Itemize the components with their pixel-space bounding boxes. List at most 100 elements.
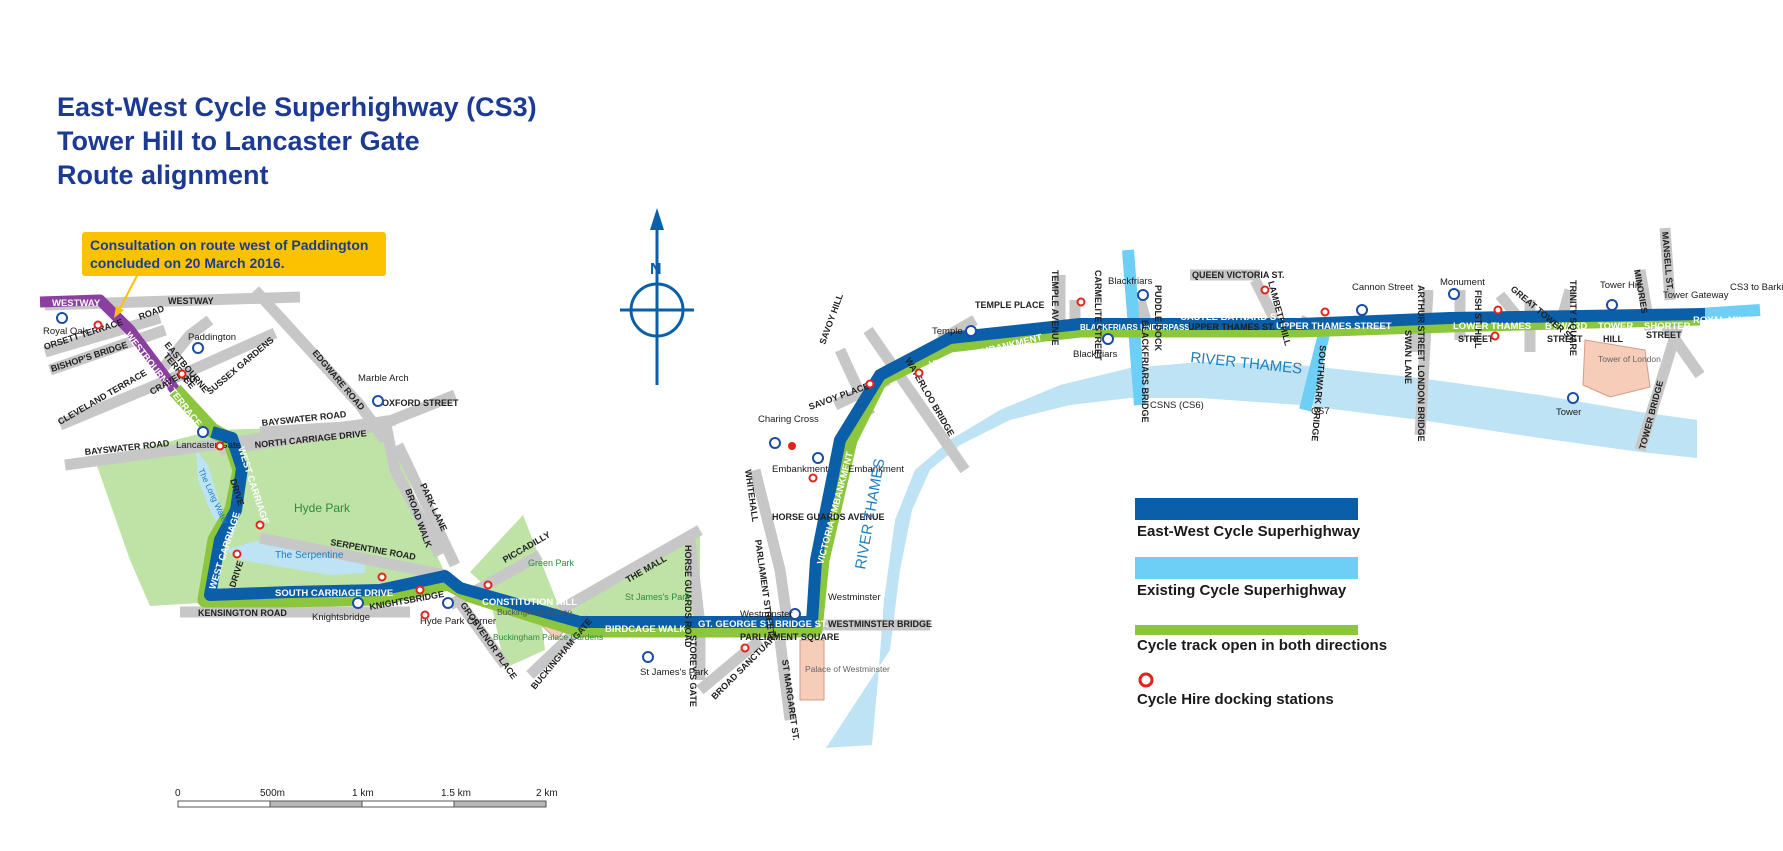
label-birdcage: BIRDCAGE WALK (605, 624, 686, 635)
station-embankment-pier: Embankment (848, 464, 904, 475)
label-shorter: SHORTER (1644, 321, 1691, 332)
scale-tick-2: 1 km (352, 788, 374, 799)
park-buckingham-gardens: Buckingham Palace Gardens (493, 632, 603, 642)
station-embankment: Embankment (772, 464, 828, 475)
station-monument: Monument (1440, 277, 1485, 288)
road-queen-victoria: QUEEN VICTORIA ST. (1192, 270, 1285, 280)
road-street3: STREET (1646, 330, 1682, 340)
station-tower-gateway: Tower Gateway (1663, 290, 1729, 301)
road-trinity: TRINITY SQUARE (1568, 280, 1578, 356)
road-puddle-dock: PUDDLE DOCK (1153, 285, 1163, 352)
road-savoy-hill: SAVOY HILL (817, 292, 845, 346)
scale-bar: 0 500m 1 km 1.5 km 2 km (175, 788, 558, 808)
road-blackfriars-bridge: BLACKFRIARS BRIDGE (1140, 320, 1150, 423)
water-serpentine: The Serpentine (275, 550, 344, 561)
legend-track: Cycle track open in both directions (1137, 637, 1387, 654)
map-title: East-West Cycle Superhighway (CS3) Tower… (57, 90, 537, 192)
compass-rose (620, 208, 694, 385)
consultation-callout: Consultation on route west of Paddington… (82, 232, 386, 276)
road-rd: RD (183, 374, 196, 384)
road-london-bridge: LONDON BRIDGE (1416, 365, 1426, 442)
road-street1: STREET (1458, 334, 1494, 344)
legend-ew: East-West Cycle Superhighway (1137, 523, 1361, 540)
legend: East-West Cycle Superhighway Existing Cy… (1135, 498, 1387, 708)
road-temple-place: TEMPLE PLACE (975, 300, 1045, 310)
road-westway: WESTWAY (168, 296, 214, 306)
serpentine (225, 540, 365, 575)
label-underpass: UNDERPASS (1140, 323, 1190, 332)
road-upper-thames-st: UPPER THAMES ST. (1188, 322, 1275, 332)
station-tower-hill: Tower Hill (1600, 280, 1641, 291)
legend-existing: Existing Cycle Superhighway (1137, 582, 1347, 599)
road-temple-avenue: TEMPLE AVENUE (1050, 270, 1060, 346)
park-st-james: St James's Park (625, 592, 690, 602)
title-line-2: Tower Hill to Lancaster Gate (57, 126, 420, 156)
legend-docking: Cycle Hire docking stations (1137, 691, 1334, 708)
bldg-tower-of-london: Tower of London (1598, 354, 1661, 364)
road-carmelite: CARMELITE STREET (1093, 270, 1103, 361)
scale-tick-0: 0 (175, 788, 181, 799)
bldg-westminster: Palace of Westminster (805, 664, 890, 674)
station-royal-oak: Royal Oak (43, 326, 88, 337)
compass-north: N (650, 261, 662, 278)
legend-swatch-ew (1135, 498, 1358, 520)
label-south-carriage: SOUTH CARRIAGE DRIVE (275, 588, 393, 599)
title-line-3: Route alignment (57, 160, 269, 190)
road-kensington: KENSINGTON ROAD (198, 608, 287, 618)
station-blackfriars: Blackfriars (1108, 276, 1153, 287)
station-westminster-pier: Westminster (828, 592, 881, 603)
road-oxford: OXFORD STREET (382, 398, 459, 408)
road-street2: STREET (1547, 334, 1583, 344)
road-parliament-square: PARLIAMENT SQUARE (740, 632, 839, 642)
station-hyde-park-corner: Hyde Park Corner (420, 616, 496, 627)
station-cannon-street: Cannon Street (1352, 282, 1414, 293)
legend-swatch-track (1135, 625, 1358, 635)
station-st-james: St James's Park (640, 667, 709, 678)
docking-stations (93, 285, 1503, 653)
label-byward: BYWARD (1545, 321, 1587, 332)
palace-westminster-block (799, 639, 825, 701)
ew-superhighway (204, 308, 1706, 628)
station-lancaster-gate: Lancaster Gate (176, 440, 241, 451)
station-tower: Tower (1556, 407, 1581, 418)
park-green: Green Park (528, 558, 575, 568)
road-hill: HILL (1603, 334, 1623, 344)
station-marble-arch: Marble Arch (358, 373, 409, 384)
label-csns: CSNS (CS6) (1150, 400, 1204, 411)
title-line-1: East-West Cycle Superhighway (CS3) (57, 92, 537, 122)
road-arthur: ARTHUR STREET (1416, 285, 1426, 362)
label-castle-baynard: CASTLE BAYNARD ST. (1180, 312, 1284, 323)
label-constitution-hill: CONSTITUTION HILL (482, 597, 577, 608)
station-charing-cross: Charing Cross (758, 414, 819, 425)
station-temple: Temple (932, 326, 963, 337)
label-gt-george: GT. GEORGE ST. (698, 619, 774, 630)
station-markers (56, 288, 1618, 663)
label-royal-mint: ROYAL MINT ST. (1693, 315, 1767, 326)
bldg-buckingham: Buckingham Palace (497, 607, 572, 617)
label-lower-thames: LOWER THAMES (1453, 321, 1531, 332)
label-cs7: CS7 (1311, 406, 1329, 417)
scale-tick-4: 2 km (536, 788, 558, 799)
legend-swatch-existing (1135, 557, 1358, 579)
callout-pointer (114, 270, 141, 318)
label-westway: WESTWAY (52, 298, 101, 309)
label-bridge-st: BRIDGE ST. (775, 619, 828, 630)
road-swan-lane: SWAN LANE (1403, 330, 1413, 384)
label-upper-thames: UPPER THAMES STREET (1276, 321, 1392, 332)
station-blackfriars-pier: Blackfriars (1073, 349, 1118, 360)
station-knightsbridge: Knightsbridge (312, 612, 370, 623)
legend-swatch-docking (1138, 672, 1154, 688)
station-paddington: Paddington (188, 332, 236, 343)
park-hyde: Hyde Park (294, 501, 351, 515)
road-storeys-gate: STOREY'S GATE (688, 635, 698, 707)
scale-tick-3: 1.5 km (441, 788, 471, 799)
road-horse-guards-road: HORSE GUARDS ROAD (683, 545, 693, 648)
station-westminster: Westminster (740, 609, 793, 620)
tower-of-london-block (1582, 339, 1651, 398)
road-fish-st: FISH ST. HILL (1473, 290, 1483, 349)
label-cs3-barking: CS3 to Barking (1730, 282, 1783, 293)
label-tower: TOWER (1598, 321, 1633, 332)
road-westminster-bridge: WESTMINSTER BRIDGE (828, 619, 932, 629)
road-horse-guards-avenue: HORSE GUARDS AVENUE (772, 512, 885, 522)
